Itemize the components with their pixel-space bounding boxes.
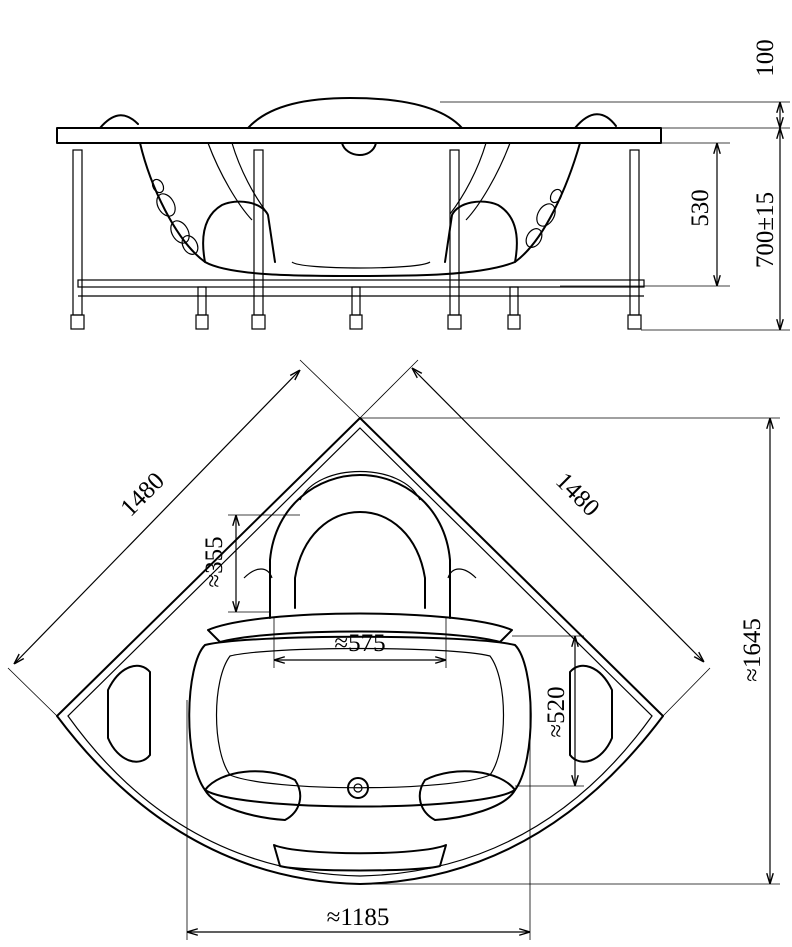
side-dimensions: 100 530 700±15 <box>440 39 790 331</box>
leg-3 <box>449 149 460 316</box>
dim-total-height: 700±15 <box>752 192 779 268</box>
headrest-arch-outer <box>269 474 451 619</box>
dim-seat-depth: ≈520 <box>543 686 570 737</box>
drain-icon <box>347 777 369 799</box>
dim-top-height: 100 <box>752 39 779 77</box>
tub-shell <box>139 142 581 277</box>
side-panel-left <box>107 664 151 763</box>
plan-dimensions: 1480 1480 ≈1645 ≈1185 ≈355 ≈575 <box>7 359 780 940</box>
tub-floor-line <box>291 261 431 269</box>
rim-bump-right <box>574 113 617 129</box>
overflow-recess <box>341 142 377 156</box>
front-handle <box>273 844 447 872</box>
headrest-wing-left <box>243 568 273 579</box>
inner-wall-right-2 <box>449 142 487 215</box>
dim-headrest-depth: ≈355 <box>201 536 228 587</box>
plan-outline-inner <box>67 427 653 877</box>
foot-seat-right <box>418 770 516 821</box>
seat-right <box>444 200 518 263</box>
leg-5 <box>197 286 207 316</box>
dim-seat-width: ≈575 <box>334 630 385 657</box>
seat-left <box>202 200 276 263</box>
foot-seat-left <box>204 770 302 821</box>
leg-feet <box>70 314 642 330</box>
jet-group-left <box>151 178 199 255</box>
rim-bump-left <box>99 114 139 129</box>
jet-group-right <box>525 188 563 248</box>
basin-outer <box>188 635 532 808</box>
headrest-wing-right <box>447 568 477 579</box>
dim-left-edge: 1480 <box>115 467 169 521</box>
dim-tub-depth: 530 <box>687 189 714 227</box>
leg-7 <box>509 286 519 316</box>
leg-6 <box>351 286 361 316</box>
dim-depth: ≈1645 <box>739 618 766 682</box>
leg-1 <box>72 149 83 316</box>
dim-right-edge: 1480 <box>550 467 604 521</box>
leg-2 <box>253 149 264 316</box>
tub-dome <box>247 97 463 129</box>
tub-rim <box>56 127 662 144</box>
headrest-arch-inner <box>294 511 426 609</box>
frame-base-rail <box>77 279 645 288</box>
side-panel-right <box>569 664 613 763</box>
basin-inner <box>215 647 505 789</box>
side-view: 100 530 700±15 <box>56 39 790 331</box>
plan-view: 1480 1480 ≈1645 ≈1185 ≈355 ≈575 <box>7 359 780 940</box>
inner-wall-left <box>207 142 253 221</box>
dim-width: ≈1185 <box>327 904 390 931</box>
inner-wall-right <box>465 142 511 221</box>
leg-4 <box>629 149 640 316</box>
frame-legs <box>72 149 640 316</box>
